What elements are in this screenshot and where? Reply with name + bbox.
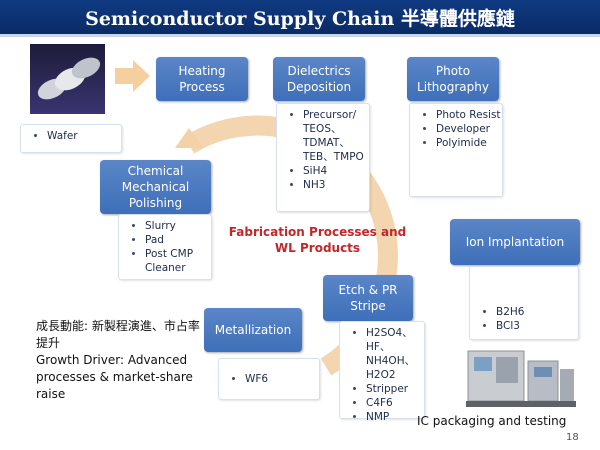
dielectrics-list: Precursor/ TEOS、TDMAT、TEB、TMPO SiH4 NH3 bbox=[276, 103, 370, 212]
wafer-image bbox=[30, 44, 105, 114]
step-dielectrics-deposition: Dielectrics Deposition bbox=[273, 57, 365, 101]
list-item: Slurry bbox=[145, 219, 211, 233]
list-item: SiH4 bbox=[303, 164, 369, 178]
list-item: Pad bbox=[145, 233, 211, 247]
list-item: H2SO4、HF、NH4OH、H2O2 bbox=[366, 326, 424, 382]
list-item: Wafer bbox=[47, 129, 121, 143]
list-item: B2H6 bbox=[496, 305, 578, 319]
list-item: Post CMP Cleaner bbox=[145, 247, 211, 275]
ion-list: B2H6 BCl3 bbox=[469, 266, 579, 340]
step-heating-process: Heating Process bbox=[156, 57, 248, 101]
slide-title: Semiconductor Supply Chain 半導體供應鏈 bbox=[85, 8, 515, 30]
list-item: Stripper bbox=[366, 382, 424, 396]
ic-packaging-machine-image bbox=[466, 350, 576, 407]
photo-list: Photo Resist Developer Polyimide bbox=[409, 103, 503, 197]
growth-driver-en: Growth Driver: Advanced processes & mark… bbox=[36, 353, 193, 401]
list-item: BCl3 bbox=[496, 319, 578, 333]
ic-packaging-caption: IC packaging and testing bbox=[417, 414, 567, 428]
step-photo-lithography: Photo Lithography bbox=[407, 57, 499, 101]
metal-list: WF6 bbox=[218, 358, 320, 400]
step-etch-pr-stripe: Etch & PR Stripe bbox=[323, 275, 413, 321]
list-item: NMP bbox=[366, 410, 424, 424]
step-ion-implantation: Ion Implantation bbox=[450, 219, 580, 265]
feed-arrow bbox=[115, 60, 150, 92]
wafer-list: Wafer bbox=[20, 124, 122, 153]
list-item: C4F6 bbox=[366, 396, 424, 410]
title-bar bbox=[0, 0, 600, 37]
center-label: Fabrication Processes and WL Products bbox=[228, 225, 407, 255]
growth-driver-zh: 成長動能: 新製程演進、市占率提升 bbox=[36, 319, 200, 350]
list-item: Precursor/ TEOS、TDMAT、TEB、TMPO bbox=[303, 108, 369, 164]
cmp-list: Slurry Pad Post CMP Cleaner bbox=[118, 214, 212, 280]
list-item: Developer bbox=[436, 122, 502, 136]
growth-driver-text: 成長動能: 新製程演進、市占率提升 Growth Driver: Advance… bbox=[36, 318, 206, 403]
list-item: NH3 bbox=[303, 178, 369, 192]
page-number: 18 bbox=[566, 432, 579, 443]
etch-list: H2SO4、HF、NH4OH、H2O2 Stripper C4F6 NMP bbox=[339, 321, 425, 423]
list-item: WF6 bbox=[245, 372, 319, 386]
step-metallization: Metallization bbox=[204, 308, 302, 352]
list-item: Polyimide bbox=[436, 136, 502, 150]
cycle-arrowhead bbox=[175, 128, 203, 148]
list-item: Photo Resist bbox=[436, 108, 502, 122]
step-cmp: Chemical Mechanical Polishing bbox=[100, 160, 211, 214]
